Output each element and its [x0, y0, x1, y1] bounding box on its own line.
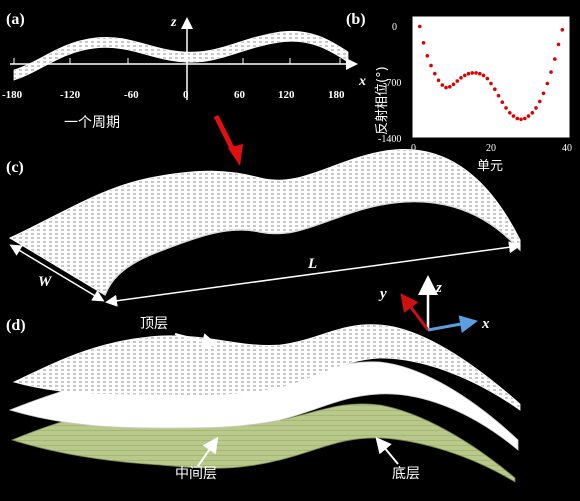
data-point	[493, 87, 497, 91]
data-point	[504, 106, 508, 110]
data-point	[433, 71, 437, 76]
data-point	[526, 114, 531, 118]
data-point	[421, 41, 426, 45]
tick-label: 180	[328, 89, 345, 101]
bottom-layer-arrow	[375, 436, 399, 465]
data-point	[541, 91, 546, 96]
data-point	[496, 93, 501, 98]
x-axis-label: x	[358, 74, 366, 89]
middle-layer-label: 中间层	[175, 466, 217, 482]
panel-d: (d) 顶层 中间层 底层	[6, 316, 521, 483]
data-point	[519, 117, 523, 122]
tick-label: -180	[2, 89, 23, 101]
data-point	[444, 85, 448, 90]
tick-label: -120	[60, 89, 81, 101]
y-tick-label: -1400	[378, 134, 401, 145]
data-point	[459, 76, 463, 80]
pointer-arrowhead	[228, 144, 243, 166]
top-layer	[12, 324, 521, 411]
data-point	[530, 111, 535, 115]
y-arrow-label: y	[378, 286, 387, 302]
data-point	[474, 71, 478, 75]
z-arrow-label: z	[435, 280, 442, 296]
data-point	[511, 114, 516, 118]
data-point	[418, 24, 422, 29]
x-tick-label: 0	[411, 143, 416, 154]
width-dimension	[9, 244, 105, 302]
panel-d-label: (d)	[6, 317, 26, 334]
data-point	[556, 42, 561, 47]
data-point	[455, 79, 460, 83]
data-point	[523, 116, 527, 121]
metasurface-sheet	[8, 149, 521, 296]
data-point	[508, 111, 512, 115]
period-caption: 一个周期	[64, 115, 120, 131]
unit-period-strip	[13, 30, 349, 81]
data-point	[451, 82, 456, 87]
tick-label: -60	[124, 89, 139, 101]
length-dimension	[105, 241, 521, 307]
data-point	[549, 70, 553, 74]
panel-c-label: (c)	[6, 159, 24, 176]
panel-a: (a) z x -180 -120 -60 0 60 120 180 一个周期	[2, 11, 366, 131]
x-tick-label: 20	[486, 143, 496, 154]
data-point	[545, 81, 550, 86]
data-point	[440, 83, 445, 87]
tick-label: 120	[278, 89, 295, 101]
chart-ylabel: 反射相位(°)	[374, 66, 390, 135]
data-point	[489, 81, 493, 86]
panel-b-label: (b)	[346, 11, 366, 28]
data-point	[429, 63, 433, 68]
data-point	[560, 28, 565, 32]
data-point	[470, 71, 475, 75]
z-axis-label: z	[170, 15, 177, 30]
data-point	[466, 71, 471, 76]
data-point	[425, 54, 430, 58]
data-point	[478, 71, 482, 76]
data-point	[448, 85, 452, 89]
y-tick-label: -700	[383, 78, 401, 89]
tick-label: 0	[183, 89, 189, 101]
data-point	[500, 100, 505, 104]
tick-label: 60	[234, 89, 246, 101]
panel-c: (c) L W	[6, 149, 521, 307]
x-tick-label: 40	[562, 143, 572, 154]
middle-layer-arrow	[197, 436, 219, 467]
chart-marks	[418, 24, 565, 122]
panel-a-label: (a)	[6, 11, 25, 28]
x-arrow-label: x	[481, 316, 490, 332]
width-label: W	[38, 274, 53, 290]
bottom-layer-label: 底层	[392, 466, 420, 482]
top-layer-arrow	[174, 333, 218, 349]
data-point	[553, 57, 557, 61]
data-point	[463, 73, 467, 78]
tick-marks	[13, 58, 341, 64]
data-point	[538, 99, 542, 104]
y-tick-label: 0	[392, 22, 397, 33]
top-layer-label: 顶层	[140, 316, 168, 332]
y-arrow	[400, 293, 430, 331]
data-point	[436, 78, 441, 83]
data-point	[534, 106, 538, 110]
data-point	[515, 116, 520, 121]
data-point	[485, 76, 490, 81]
data-point	[481, 73, 486, 78]
length-label: L	[307, 256, 317, 272]
coordinate-axes: z y x	[378, 275, 490, 334]
chart-plot-area	[412, 16, 570, 138]
chart-xlabel: 单元	[477, 159, 503, 174]
x-arrow	[427, 315, 478, 334]
panel-b: (b) 反射相位(°) 0 -700 -1400 0 20 40 单元	[346, 11, 572, 174]
